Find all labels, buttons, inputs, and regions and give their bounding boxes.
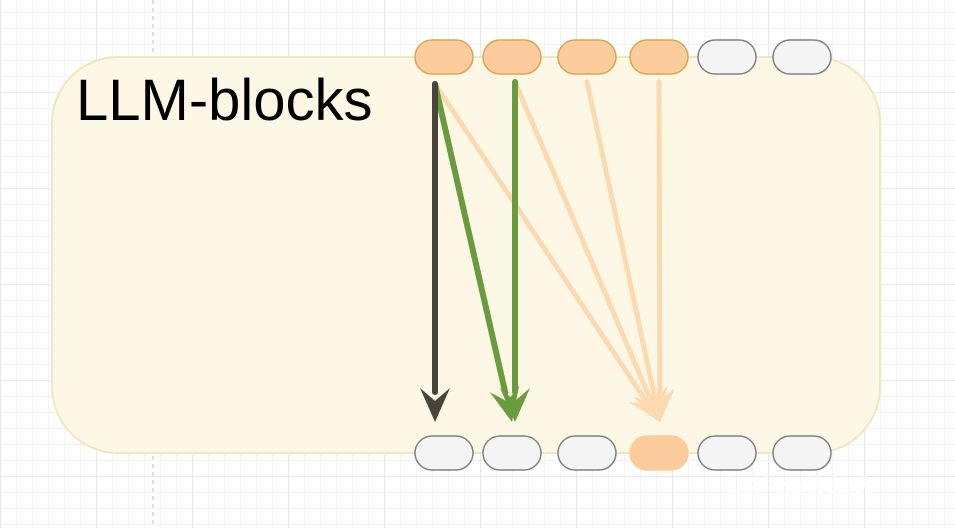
output-token-1 [414,435,474,471]
llm-blocks-title: LLM-blocks [76,68,373,133]
arrow-shaft [512,79,651,397]
arrow-head [644,387,675,422]
arrow-shaft [584,79,657,396]
output-token-3 [557,435,617,471]
watermark-text: 知乎 @牧羊人 [724,474,876,502]
arrow-shaft [432,81,509,396]
output-tokens [414,435,832,471]
arrow-green [500,79,530,422]
arrow-head [500,388,530,422]
arrow-head [420,388,450,422]
input-tokens [414,39,832,75]
input-token-5 [697,39,757,75]
arrow-dark [420,81,450,422]
input-token-3 [557,39,617,75]
arrow-shaft [656,79,663,395]
output-token-5 [697,435,757,471]
input-token-4 [629,39,689,75]
input-token-6 [772,39,832,75]
output-token-4 [629,435,689,471]
attention-arrows [420,79,675,422]
input-token-1 [414,39,474,75]
output-token-6 [772,435,832,471]
output-token-2 [482,435,542,471]
arrow-peach [644,79,675,422]
arrow-shaft [432,81,646,400]
input-token-2 [482,39,542,75]
